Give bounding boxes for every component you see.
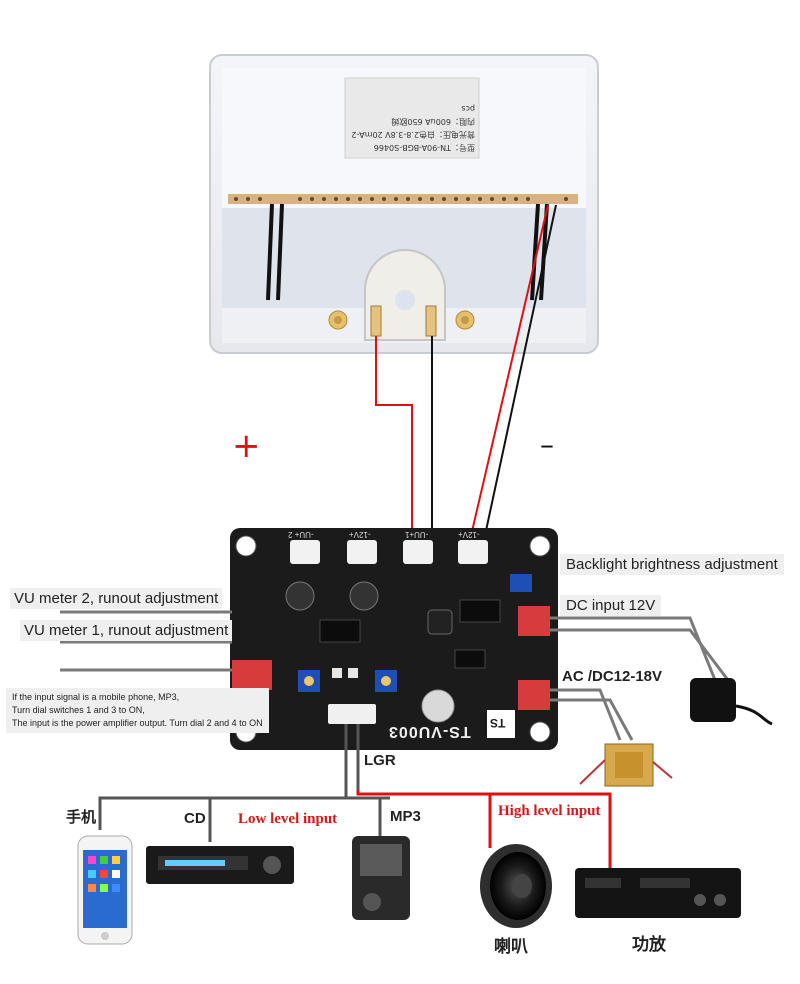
dc-adapter [690, 678, 773, 726]
low-level-input-label: Low level input [238, 811, 338, 827]
vu1-label: VU meter 1, runout adjustment [20, 620, 233, 641]
cd-player [146, 846, 294, 884]
dc-input-label: DC input 12V [560, 595, 662, 616]
amplifier-label: 功放 [632, 935, 666, 955]
speaker-label: 喇叭 [494, 937, 528, 957]
board-logo: TS [490, 716, 506, 730]
header-label: -12V+ [349, 530, 371, 539]
sticker-line: 内阻：600uA 650欧姆 [391, 117, 475, 126]
phone-label: 手机 [66, 808, 97, 826]
meter-wires [375, 204, 557, 541]
high-level-input-label: High level input [498, 803, 601, 819]
backlight-label: Backlight brightness adjustment [560, 554, 784, 575]
sticker-line: 型号：TN-90A-BGB-S0466 [373, 143, 475, 152]
ac-input-label: AC /DC12-18V [562, 668, 663, 685]
board-model: TS-VU003 [388, 723, 471, 740]
vu-meter [209, 54, 599, 354]
header-label: -12V+ [458, 530, 480, 539]
board-wiring [60, 610, 730, 870]
pin-row [234, 197, 568, 201]
sticker-line: pcs [461, 104, 475, 113]
meter-sticker: 型号：TN-90A-BGB-S0466 背光电压：白色2.8-3.8V 20mA… [349, 84, 475, 154]
sticker-line: 背光电压：白色2.8-3.8V 20mA-2 [351, 130, 475, 139]
dip-note-line: The input is the power amplifier output.… [12, 718, 263, 728]
mp3-label: MP3 [390, 808, 421, 825]
cd-label: CD [184, 810, 206, 827]
dip-note-line: If the input signal is a mobile phone, M… [12, 692, 180, 702]
mp3-player [352, 836, 410, 920]
vu2-label: VU meter 2, runout adjustment [10, 588, 223, 609]
plus-label: + [232, 426, 261, 466]
speaker-device [480, 844, 552, 928]
dip-switch-note: If the input signal is a mobile phone, M… [6, 688, 269, 733]
transformer [579, 743, 673, 787]
phone-device [77, 835, 133, 945]
driver-board [230, 528, 558, 750]
dip-note-line: Turn dial switches 1 and 3 to ON, [12, 705, 145, 715]
minus-label: – [540, 428, 554, 461]
amplifier-device [575, 868, 741, 918]
header-label: -UU+1 [405, 530, 429, 539]
header-label: -UU+ 2 [288, 530, 314, 539]
lgr-label: LGR [364, 752, 396, 769]
